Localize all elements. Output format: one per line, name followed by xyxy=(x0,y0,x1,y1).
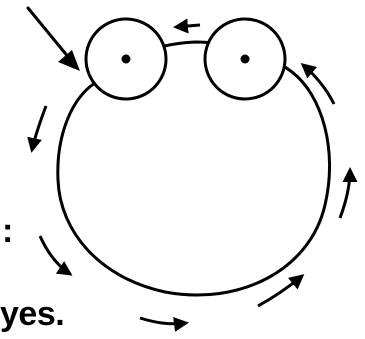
caption-fragment-bottom: yes. xyxy=(0,294,64,334)
flow-arrow-right-lower xyxy=(340,170,350,218)
flow-arrow-bottom xyxy=(140,318,186,324)
flow-arrow-left-lower xyxy=(40,236,70,274)
right-eye-pupil xyxy=(241,55,250,64)
left-eye-pupil xyxy=(122,55,131,64)
caption-fragment-top: : xyxy=(2,214,13,248)
flow-arrow-right-upper xyxy=(303,65,334,104)
pointer-arrow-head xyxy=(58,50,80,71)
flow-arrow-top xyxy=(176,25,200,27)
flow-arrow-left-upper xyxy=(32,106,46,150)
